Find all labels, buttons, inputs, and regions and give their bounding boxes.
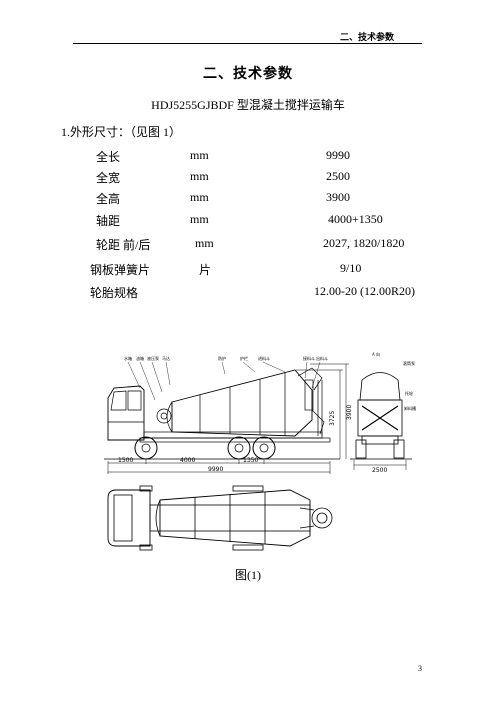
model-line: HDJ5255GJBDF 型混凝土搅拌运输车 <box>151 98 345 112</box>
spec-unit: mm <box>190 212 209 226</box>
spec-row-track: 轮距 前/后 mm 2027, 1820/1820 <box>0 236 496 252</box>
label-drum-pump: 滚筒泵 <box>403 360 415 366</box>
spec-row-height: 全高 mm 3900 <box>0 190 496 206</box>
label-chute: 卸料槽 <box>404 405 416 411</box>
spec-name: 全高 <box>96 192 121 206</box>
label-discharge-hopper: 出料斗 <box>316 355 328 361</box>
spec-unit: mm <box>190 190 209 204</box>
dim-wheelbase-2: 1350 <box>243 457 258 464</box>
spec-row-leaf-spring: 钢板弹簧片 片 9/10 <box>0 261 496 277</box>
dim-wheelbase-1: 4000 <box>180 457 195 464</box>
dim-rear-width: 2500 <box>372 467 387 474</box>
label-water-tank: 水箱 <box>124 355 132 361</box>
spec-name: 全长 <box>96 150 121 164</box>
figure-caption: 图(1) <box>235 568 261 582</box>
spec-value: 12.00-20 (12.00R20) <box>314 284 415 298</box>
spec-row-length: 全长 mm 9990 <box>0 148 496 164</box>
spec-row-wheelbase: 轴距 mm 4000+1350 <box>0 212 496 228</box>
label-motor: 马达 <box>162 355 170 361</box>
section-heading: 1.外形尺寸：（见图 1） <box>61 125 182 139</box>
label-fuel-tank: 油箱 <box>136 355 144 361</box>
dim-front-overhang: 1500 <box>118 457 133 464</box>
spec-unit: mm <box>195 236 214 250</box>
mixer-truck-drawing: 水箱 油箱 液压泵 马达 防护 护栏 进料斗 接料斗 出料斗 <box>100 340 420 555</box>
top-view <box>107 485 333 551</box>
spec-value: 3900 <box>326 190 350 204</box>
dim-height-2: 3900 <box>346 405 353 420</box>
spec-value: 4000+1350 <box>328 212 383 226</box>
spec-name: 全宽 <box>96 171 121 185</box>
label-pump: 液压泵 <box>147 355 159 361</box>
label-receiving-hopper: 接料斗 <box>303 355 315 361</box>
header-section-label: 二、技术参数 <box>339 33 394 43</box>
rear-view <box>350 372 412 460</box>
dim-total-length: 9990 <box>208 466 223 473</box>
label-rail: 护栏 <box>240 355 248 361</box>
label-roller: 托轮 <box>405 390 413 396</box>
dim-height-1: 3725 <box>329 411 336 426</box>
page-number: 3 <box>418 664 422 673</box>
spec-name: 钢板弹簧片 <box>90 263 151 277</box>
spec-name: 轮距 前/后 <box>96 238 151 252</box>
spec-unit: mm <box>190 169 209 183</box>
spec-name: 轴距 <box>96 214 121 228</box>
label-feed-hopper: 进料斗 <box>258 355 270 361</box>
spec-value: 9/10 <box>340 261 362 275</box>
spec-name: 轮胎规格 <box>90 286 139 300</box>
side-view-labels: 水箱 油箱 液压泵 马达 防护 护栏 进料斗 接料斗 出料斗 <box>124 355 328 361</box>
spec-unit: mm <box>190 148 209 162</box>
spec-row-tire: 轮胎规格 12.00-20 (12.00R20) <box>0 284 496 300</box>
label-view-a: A 向 <box>372 351 380 357</box>
spec-value: 9990 <box>326 148 350 162</box>
spec-row-width: 全宽 mm 2500 <box>0 169 496 185</box>
spec-value: 2027, 1820/1820 <box>323 236 405 250</box>
section-title: 二、技术参数 <box>203 66 293 82</box>
page-header: 二、技术参数 <box>73 29 422 44</box>
spec-unit: 片 <box>199 263 212 277</box>
label-guard: 防护 <box>218 355 226 361</box>
spec-value: 2500 <box>326 169 350 183</box>
